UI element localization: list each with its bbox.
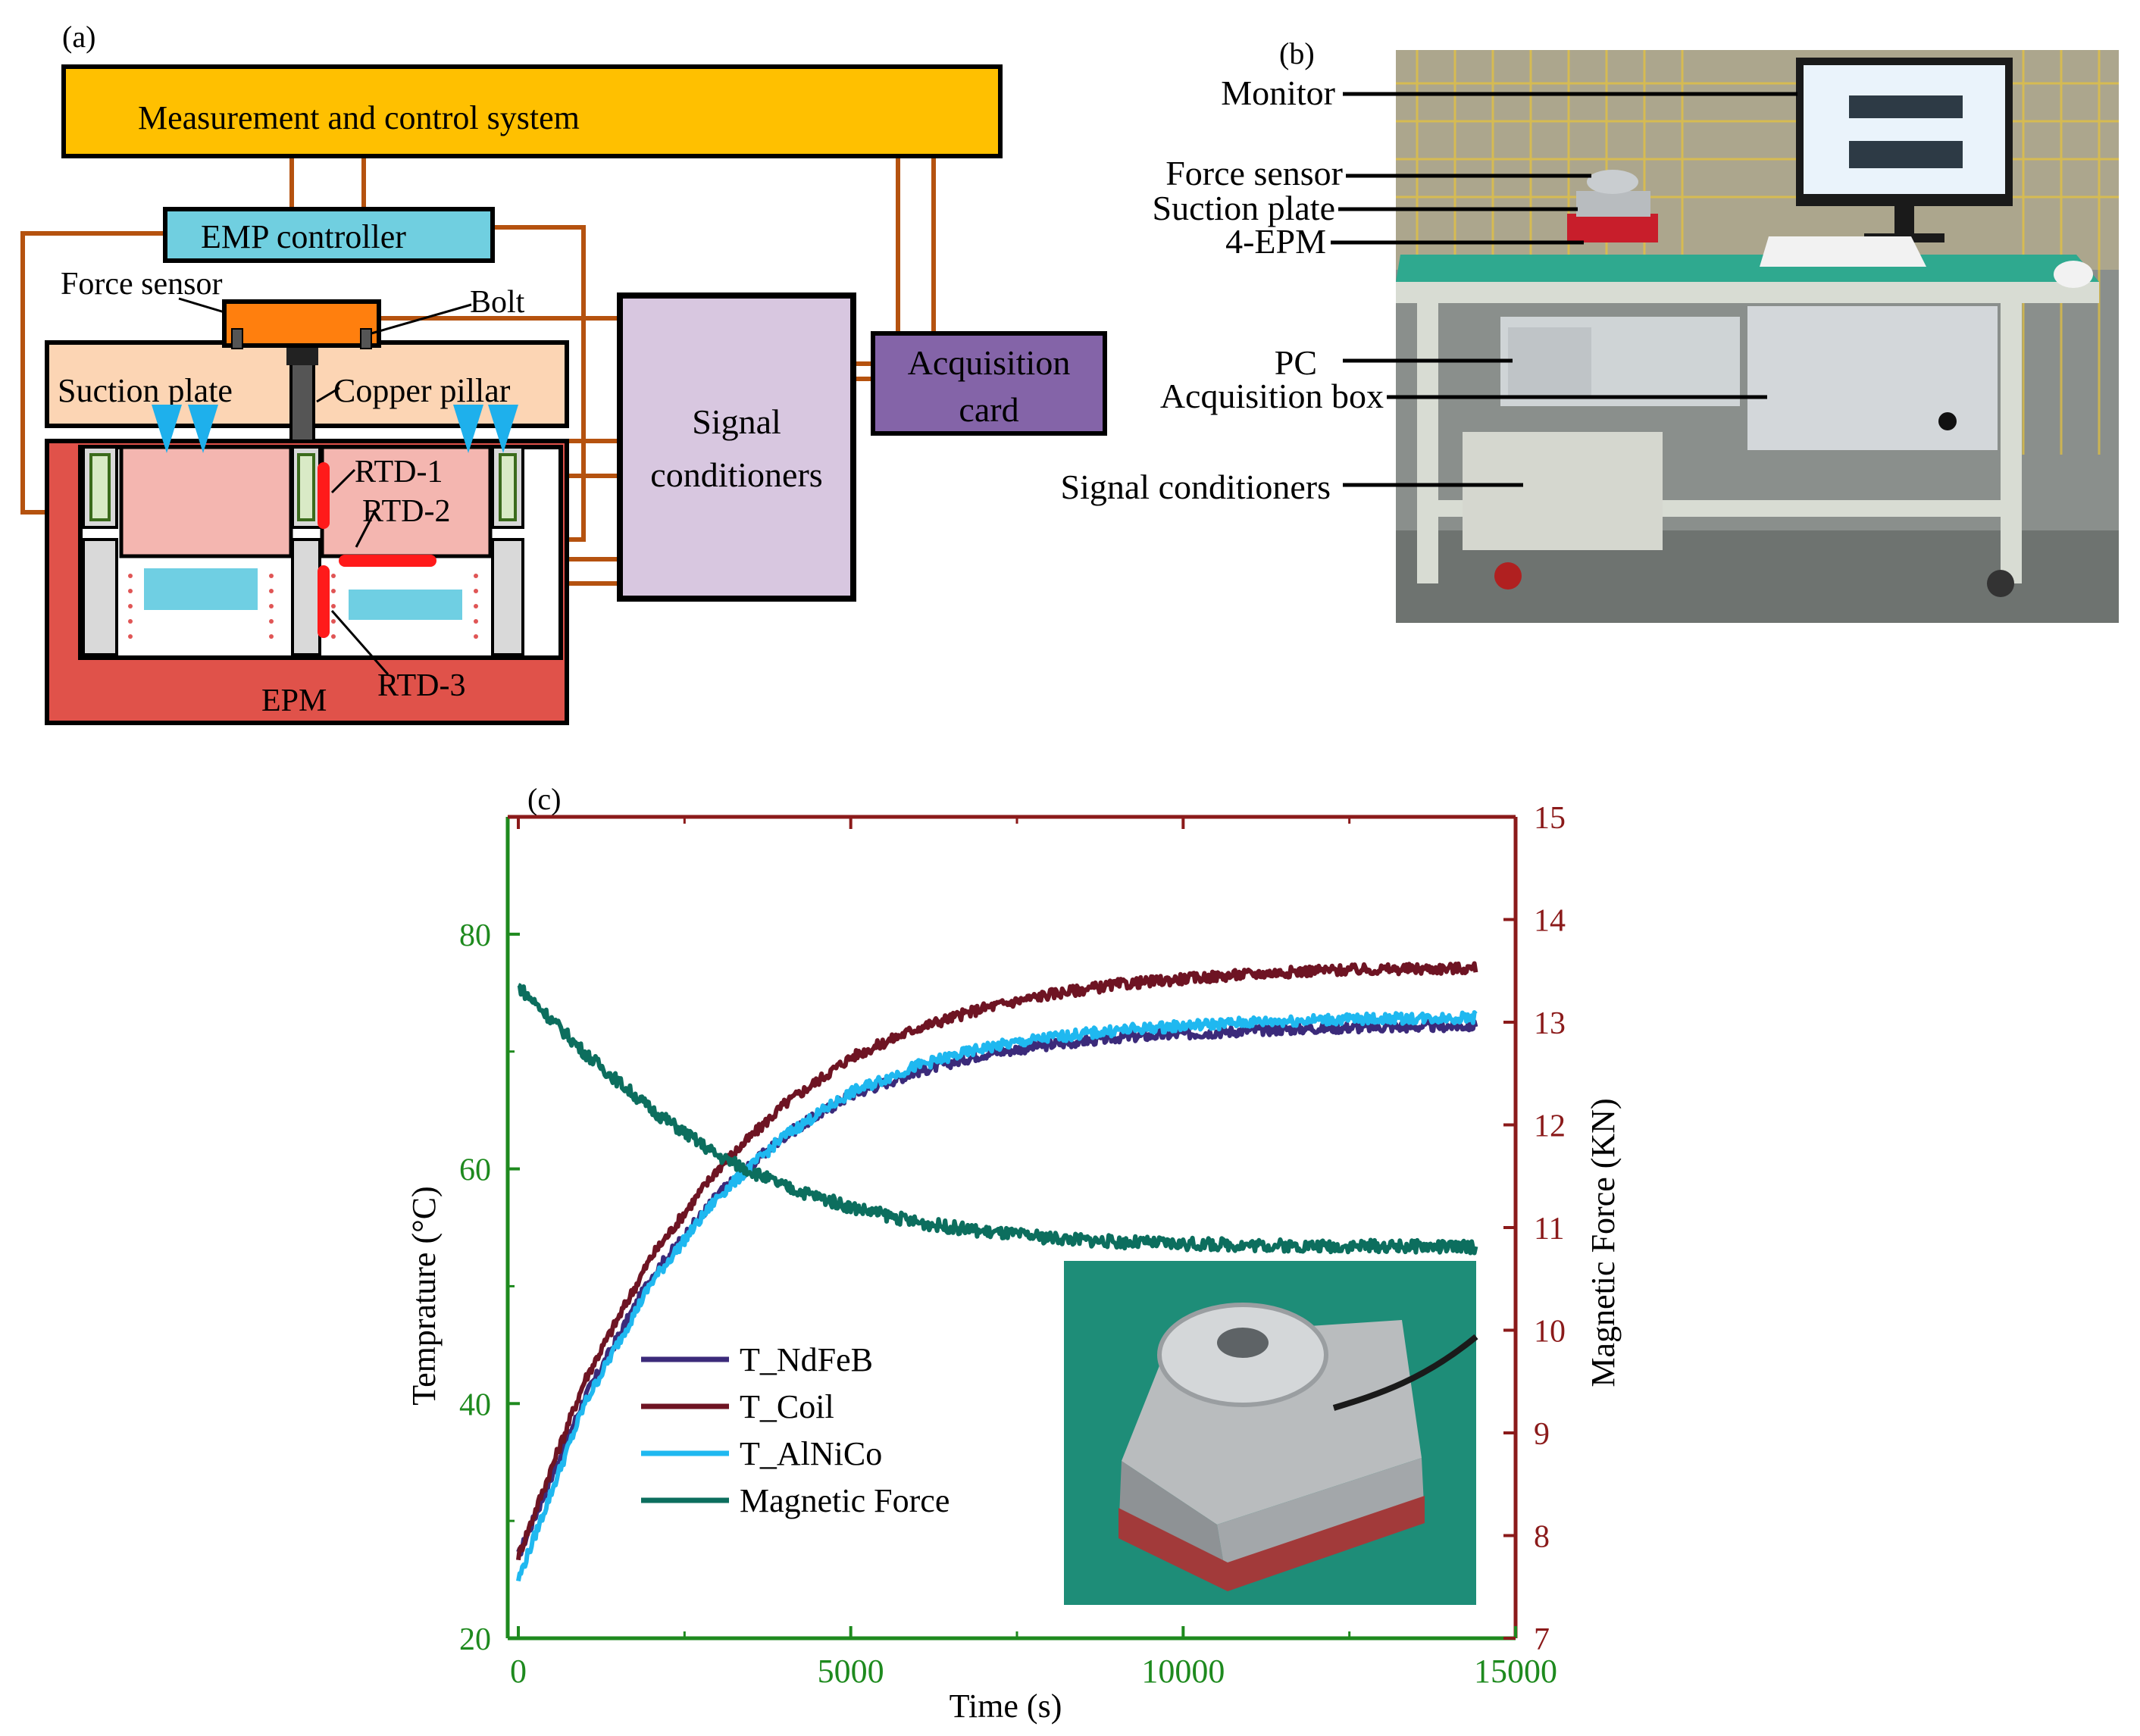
y-left-tick-label: 60 [459, 1153, 491, 1188]
force-sensor-unit [1587, 170, 1638, 194]
y-left-tick-label: 80 [459, 918, 491, 953]
alnico-magnet-left [144, 568, 258, 610]
series-line-t-coil [516, 961, 1478, 1561]
alnico-magnet-left-lower [144, 610, 258, 652]
keyboard [1760, 236, 1926, 267]
callout-signal-conditioners: Signal conditioners [1061, 468, 1331, 506]
epm-unit [1567, 214, 1658, 242]
upper-chamber-left [119, 445, 293, 558]
wire [493, 225, 586, 542]
acquisition-box [1747, 306, 1998, 450]
y-left-tick-label: 20 [459, 1622, 491, 1657]
callout-monitor: Monitor [1221, 74, 1335, 112]
series-line-magnetic-force [517, 983, 1478, 1256]
series-line-t-alnico [516, 1010, 1478, 1582]
suction-plate-unit [1576, 191, 1650, 217]
x-tick-label: 15000 [1474, 1653, 1557, 1690]
acquisition-card-label-line-1: Acquisition [908, 343, 1071, 382]
callout-force-sensor: Force sensor [1165, 154, 1343, 192]
legend-label: T_Coil [740, 1388, 834, 1425]
panel-b-label: (b) [1279, 36, 1315, 70]
leader-lines [178, 297, 472, 675]
alnico-magnet-right [349, 590, 462, 620]
suction-plate-label: Suction plate [58, 372, 233, 409]
x-tick-label: 10000 [1141, 1653, 1225, 1690]
panel-c-chart: (c) 0 5000 10000 15000 20 40 60 80 7 8 9 10 11 12 13 14… [405, 782, 1622, 1725]
y-right-tick-label: 10 [1534, 1315, 1566, 1350]
callout-leaders [1331, 92, 1797, 487]
rtd-1-label: RTD-1 [355, 455, 443, 490]
flux-markers [152, 405, 518, 453]
y-right-tick-label: 9 [1534, 1417, 1550, 1452]
pole-post [82, 538, 118, 656]
x-tick-label: 5000 [818, 1653, 884, 1690]
y-right-axis-label: Magnetic Force (KN) [1585, 1098, 1622, 1387]
alnico-magnet-right-lower [349, 620, 462, 652]
signal-conditioners-block: Signal conditioners [617, 292, 856, 602]
pole-post [291, 538, 321, 656]
y-right-tick-label: 13 [1534, 1006, 1566, 1041]
ndfeb-magnet [89, 453, 111, 521]
emp-controller-label: EMP controller [201, 218, 406, 255]
measurement-system-label: Measurement and control system [138, 99, 580, 136]
coil-windings [128, 574, 478, 639]
inset-epm [1118, 1496, 1425, 1591]
signal-conditioners-label-line-2: conditioners [650, 455, 822, 494]
acquisition-card-label-line-2: card [959, 390, 1018, 429]
legend-label: Magnetic Force [740, 1482, 950, 1519]
callout-suction-plate: Suction plate [1153, 189, 1335, 227]
ndfeb-magnet [499, 453, 517, 521]
x-axis-label: Time (s) [950, 1688, 1062, 1725]
pole-post [491, 538, 524, 656]
callout-acquisition-box: Acquisition box [1160, 377, 1384, 415]
panel-a-label: (a) [62, 20, 95, 54]
panel-a-schematic: (a) Measurement and control system EMP c [20, 20, 1107, 725]
ndfeb-magnet [297, 453, 315, 521]
bolt [360, 328, 372, 349]
measurement-system-block: Measurement and control system [61, 64, 1003, 158]
epm-label: EPM [261, 683, 327, 718]
emp-controller-block: EMP controller [163, 207, 495, 263]
acquisition-card-block: Acquisition card [871, 331, 1107, 436]
y-right-tick-label: 14 [1534, 904, 1566, 939]
mouse [2054, 261, 2093, 288]
inset-sensor-cable [1332, 1334, 1478, 1411]
rtd-sensors [318, 462, 436, 638]
table-top [1396, 255, 2099, 282]
y-right-tick-label: 15 [1534, 801, 1566, 836]
copper-pillar-label: Copper pillar [333, 372, 511, 409]
x-tick-label: 0 [510, 1653, 527, 1690]
panel-c-label: (c) [527, 782, 561, 816]
signal-conditioner-box [1463, 432, 1663, 550]
bolt-label: Bolt [470, 285, 525, 320]
legend-label: T_NdFeB [740, 1341, 873, 1378]
epm-body: EPM RTD-1 RTD-2 RTD-3 [45, 439, 569, 725]
y-left-tick-label: 40 [459, 1387, 491, 1422]
signal-conditioners-label-line-1: Signal [692, 402, 781, 441]
y-right-tick-label: 8 [1534, 1520, 1550, 1555]
panel-b-photo: (b) [1061, 36, 2119, 623]
force-sensor-label: Force sensor [61, 267, 222, 302]
force-sensor-block: Force sensor Bolt [61, 267, 525, 349]
legend-label: T_AlNiCo [740, 1435, 882, 1472]
bolt [231, 328, 243, 349]
rtd-2-label: RTD-2 [362, 494, 450, 529]
inset-photo [1064, 1261, 1478, 1605]
callout-pc: PC [1275, 343, 1317, 382]
chart-layer: 0 5000 10000 15000 20 40 60 80 7 8 9 10 11 12 13 14 15Ti… [405, 801, 1622, 1725]
y-right-tick-label: 7 [1534, 1622, 1550, 1657]
test-bench-photo [1396, 50, 2119, 623]
callout-4-epm: 4-EPM [1225, 222, 1326, 261]
photo-callouts: Monitor Force sensor Suction plate 4-EPM… [1061, 74, 1384, 506]
rtd-3-label: RTD-3 [377, 668, 465, 703]
y-right-tick-label: 11 [1534, 1212, 1564, 1246]
wire [20, 231, 165, 515]
y-right-tick-label: 12 [1534, 1109, 1566, 1144]
y-left-axis-label: Temprature (°C) [405, 1186, 443, 1405]
